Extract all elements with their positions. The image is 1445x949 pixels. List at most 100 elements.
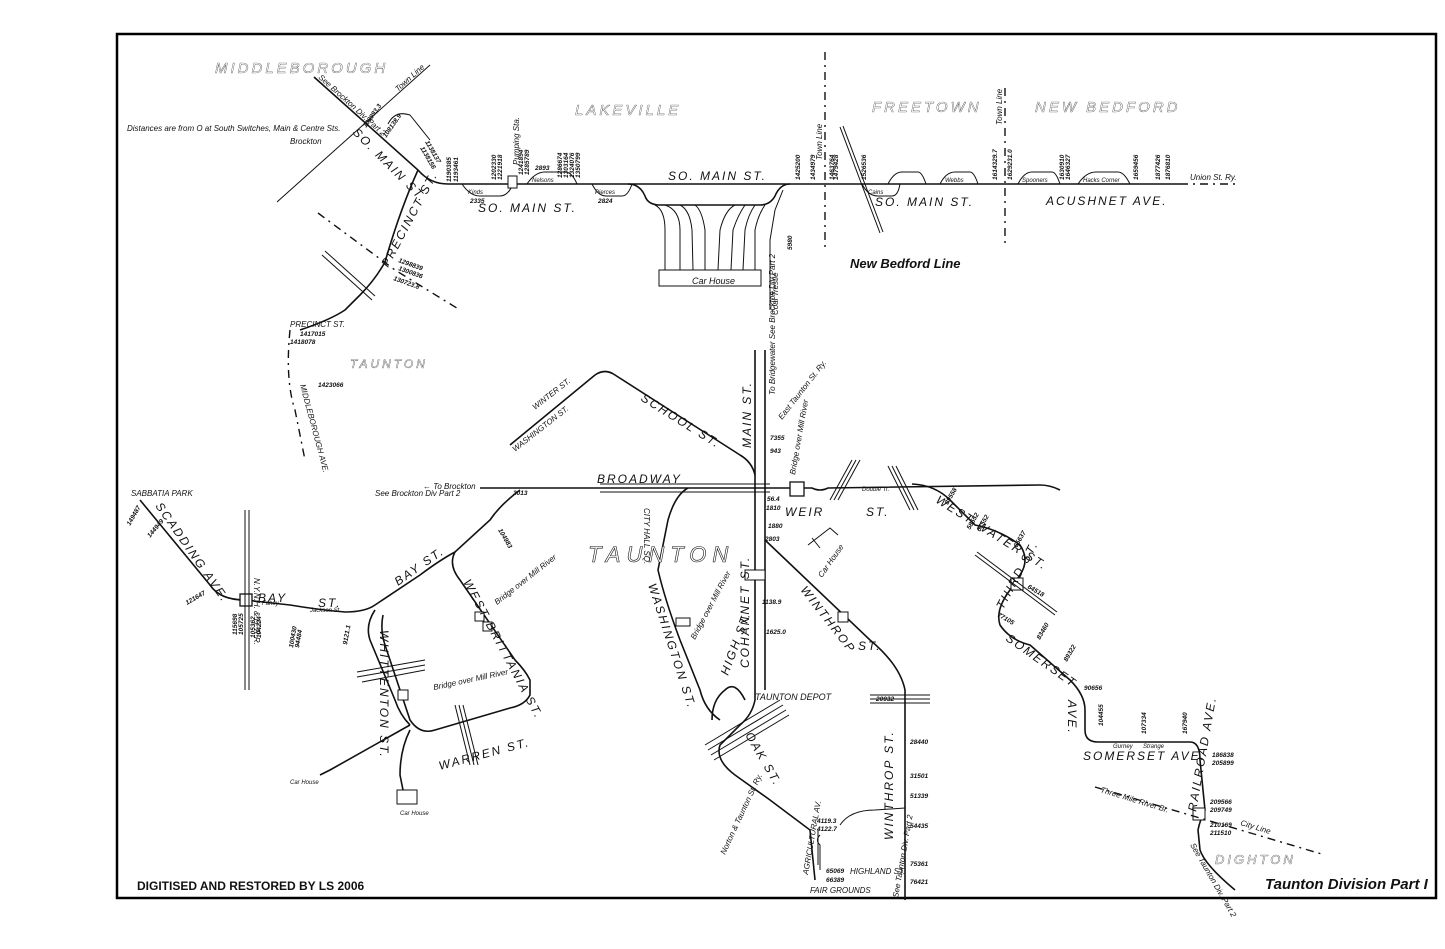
car-house-label: Car House [692, 276, 735, 286]
distance-marker: 3013 [513, 490, 528, 497]
distance-marker: 210169 [1209, 822, 1232, 829]
street-so-main: SO. MAIN ST. [478, 201, 577, 215]
siding-label: Spooners [1022, 178, 1048, 184]
distance-marker: 1285789 [524, 149, 531, 175]
union-st-ry-label: Union St. Ry. [1190, 173, 1237, 182]
place-freetown: FREETOWN [872, 99, 982, 116]
line-title: New Bedford Line [850, 256, 961, 271]
distance-marker: 105725 [238, 613, 245, 635]
bay-st-bridge [239, 593, 253, 607]
street-whittenton: WHITTENTON ST. [377, 630, 391, 759]
car-house-whittenton [396, 789, 418, 805]
distance-marker: 211510 [1209, 830, 1232, 837]
place-lakeville: LAKEVILLE [575, 102, 681, 119]
distance-marker: 1324076 [569, 152, 576, 178]
car-house-winthrop [807, 527, 839, 549]
distance-marker: 20932 [875, 696, 894, 703]
new-bedford-line-tracks [276, 52, 1235, 461]
street-somerset-ave-vertical: AVE. [1065, 699, 1079, 735]
siding-label: Gurney [1113, 744, 1134, 750]
distance-marker: 1350799 [575, 152, 582, 178]
distance-marker: 209566 [1209, 799, 1232, 806]
distance-marker: 94484 [294, 629, 304, 648]
distance-marker: 1463764 [829, 154, 836, 180]
place-taunton-depot: TAUNTON DEPOT [755, 692, 833, 702]
third-st-crossing [1010, 577, 1024, 591]
distance-marker: 105362 [250, 616, 257, 638]
car-house-label: Car House [400, 811, 429, 817]
railroad-crossing-third [974, 551, 1058, 616]
distance-marker: 1303164 [563, 152, 570, 178]
distance-marker: 1241894 [518, 149, 525, 175]
pumping-station-label: Pumping Sta. [512, 117, 521, 165]
distance-marker: 2893 [534, 165, 550, 172]
distance-marker: 1190385 [446, 157, 453, 182]
street-winthrop-st: ST. [858, 639, 882, 653]
siding-label: Nelsons [532, 178, 554, 184]
distance-marker: 1810 [766, 505, 781, 512]
distance-marker: 1625.0 [766, 629, 786, 636]
distance-marker: 209749 [1209, 807, 1232, 814]
distance-marker: 75361 [910, 861, 928, 868]
distance-marker: 5980 [787, 235, 794, 250]
distance-marker: 115698 [232, 613, 239, 635]
street-bay: BAY [258, 591, 287, 605]
distance-marker: 2824 [597, 198, 613, 205]
street-cohannet: COHANNET ST. [738, 556, 752, 668]
distance-marker: 107334 [1141, 712, 1148, 734]
distance-marker: 54435 [910, 823, 928, 830]
car-house-label: Car House [290, 780, 319, 786]
see-brockton-label: See Brockton Div Part 2 [375, 489, 461, 498]
distance-marker: 943 [770, 448, 781, 455]
distance-marker: 1614329.7 [992, 149, 999, 180]
distance-marker: 1138.9 [762, 599, 782, 606]
street-so-main: SO. MAIN ST. [668, 169, 767, 183]
to-brockton-label: ← To Brockton [423, 482, 476, 491]
distance-marker: 104224 [256, 616, 263, 638]
siding-label: Strange [1143, 744, 1165, 750]
street-somerset-ave: SOMERSET AVE. [1083, 749, 1206, 763]
distance-marker: 4119.3 [816, 818, 837, 825]
distance-marker: 186838 [1212, 752, 1234, 759]
distance-marker: 31501 [910, 773, 928, 780]
place-taunton: TAUNTON [588, 542, 734, 567]
pumping-station-bridge [507, 175, 518, 189]
distance-marker: 9121.1 [342, 624, 352, 645]
distance-marker: 1425200 [795, 154, 802, 180]
distance-marker: 1479428 [833, 154, 840, 180]
distance-marker: 66389 [826, 877, 844, 884]
distance-marker: 1417015 [300, 331, 326, 338]
railroad-crossing-precinct [321, 250, 376, 301]
distance-marker: 1221918 [497, 154, 504, 180]
distance-marker: 1423066 [318, 382, 344, 389]
distance-marker: 7355 [770, 435, 785, 442]
siding-label: Pierces [595, 190, 615, 196]
railroad-crossings-weir [829, 459, 919, 511]
place-new-bedford: NEW BEDFORD [1035, 99, 1181, 116]
town-line-middleborough [276, 64, 431, 203]
distance-marker: 1630910 [1059, 154, 1066, 180]
distance-marker: 2803 [764, 536, 780, 543]
map-title: Taunton Division Part I [1265, 876, 1429, 893]
railroad-crossing-freetown [839, 125, 884, 234]
town-line-label: Town Line [995, 88, 1004, 125]
west-brittania-bridge-2 [482, 621, 493, 632]
siding-label: Hacks Corner [1083, 178, 1121, 184]
distance-marker: 2335 [469, 198, 485, 205]
street-main: MAIN ST. [740, 381, 754, 448]
coal-trestle-label: Coal Trestle [771, 272, 780, 315]
washington-bridge [675, 617, 691, 627]
distance-marker: 51339 [910, 793, 928, 800]
distance-marker: 65069 [826, 868, 844, 875]
street-precinct: PRECINCT ST. [290, 320, 345, 329]
railroad-warren [454, 704, 479, 766]
distance-marker: 1286674 [557, 152, 564, 178]
distance-marker: 205899 [1211, 760, 1234, 767]
place-middleborough: MIDDLEBOROUGH [215, 60, 388, 77]
distances-note-city: Brockton [290, 137, 322, 146]
west-brittania-bridge-1 [474, 611, 485, 622]
place-sabbatia-park: SABBATIA PARK [131, 489, 193, 498]
siding-label: Kinds [468, 190, 483, 196]
distance-marker: 1876810 [1165, 154, 1172, 180]
